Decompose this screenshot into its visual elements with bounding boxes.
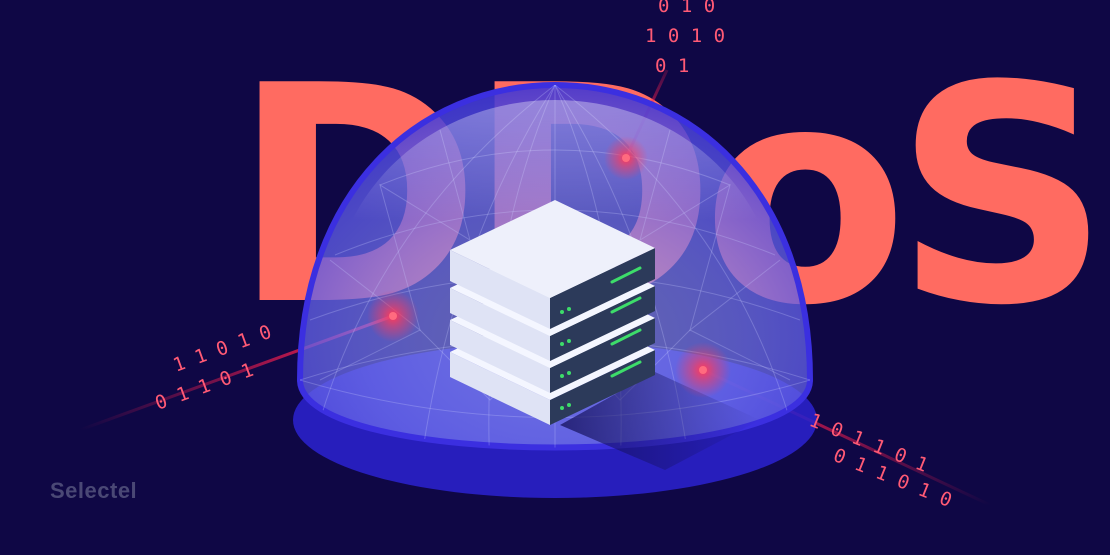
svg-text:0 1 0: 0 1 0 xyxy=(658,0,715,17)
server-status-leds xyxy=(610,266,642,378)
impact-points xyxy=(367,136,731,398)
binary-stream-top: 0 1 0 1 0 1 0 0 1 xyxy=(645,0,725,77)
selectel-logo: Selectel xyxy=(50,478,138,503)
server-rack-icon xyxy=(450,200,655,425)
svg-text:1 0 1 0: 1 0 1 0 xyxy=(645,25,725,47)
svg-text:0 1: 0 1 xyxy=(655,55,689,77)
binary-stream-right: 1 0 1 1 0 1 0 1 1 0 1 0 xyxy=(806,409,955,512)
server-shadow xyxy=(560,372,760,470)
svg-text:0 1 1 0 1: 0 1 1 0 1 xyxy=(152,359,256,415)
